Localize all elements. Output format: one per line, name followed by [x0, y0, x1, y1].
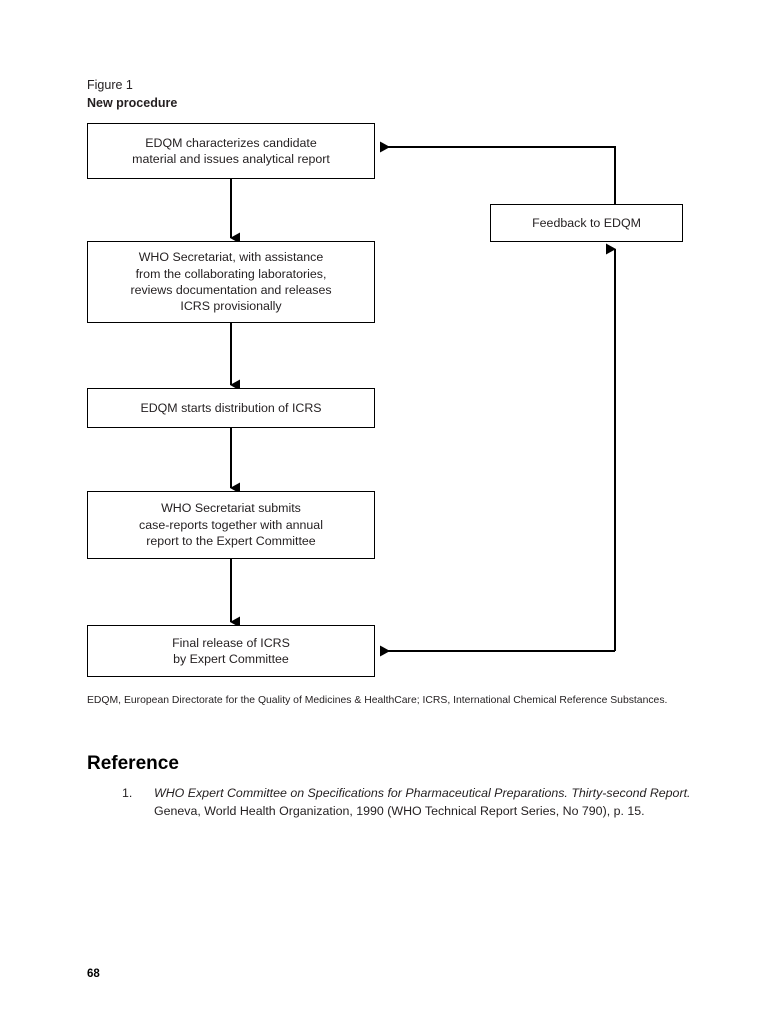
flow-node-who-secretariat-reviews: WHO Secretariat, with assistance from th… — [87, 241, 375, 323]
flow-node-line: WHO Secretariat submits — [161, 501, 301, 516]
reference-item-text: WHO Expert Committee on Specifications f… — [154, 785, 692, 820]
flow-node-line: EDQM starts distribution of ICRS — [140, 400, 322, 415]
flow-node-line: by Expert Committee — [173, 652, 289, 666]
reference-item: 1. WHO Expert Committee on Specification… — [122, 785, 692, 820]
connector-feedback-to-characterize — [380, 141, 616, 204]
flowchart: EDQM characterizes candidate material an… — [87, 123, 683, 677]
flow-node-line: reviews documentation and releases — [130, 283, 332, 297]
reference-item-publication: Geneva, World Health Organization, 1990 … — [154, 803, 645, 818]
flow-node-line: case-reports together with annual — [139, 517, 323, 532]
flow-node-final-release: Final release of ICRS by Expert Committe… — [87, 625, 375, 677]
reference-item-number: 1. — [122, 786, 133, 800]
figure-title: New procedure — [87, 96, 178, 110]
page-number: 68 — [87, 968, 100, 980]
flow-node-line: EDQM characterizes candidate — [145, 135, 317, 150]
flow-node-edqm-distribution: EDQM starts distribution of ICRS — [87, 388, 375, 428]
flow-node-line: Final release of ICRS — [172, 635, 290, 650]
reference-heading: Reference — [87, 753, 179, 774]
reference-list: 1. WHO Expert Committee on Specification… — [122, 785, 692, 820]
flow-node-line: from the collaborating laboratories, — [135, 266, 327, 281]
figure-footnote: EDQM, European Directorate for the Quali… — [87, 695, 668, 706]
flow-node-line: Feedback to EDQM — [532, 215, 641, 230]
flow-node-line: WHO Secretariat, with assistance — [138, 250, 324, 265]
flowchart-connectors — [230, 141, 616, 657]
flow-node-feedback-to-edqm: Feedback to EDQM — [490, 204, 683, 242]
flow-node-line: report to the Expert Committee — [146, 534, 316, 549]
flow-node-line: ICRS provisionally — [180, 299, 282, 314]
flow-node-line: material and issues analytical report — [132, 152, 330, 166]
flow-node-edqm-characterizes: EDQM characterizes candidate material an… — [87, 123, 375, 179]
reference-item-title: WHO Expert Committee on Specifications f… — [154, 786, 691, 800]
figure-label: Figure 1 — [87, 78, 133, 92]
flow-node-who-secretariat-submits: WHO Secretariat submits case-reports tog… — [87, 491, 375, 559]
